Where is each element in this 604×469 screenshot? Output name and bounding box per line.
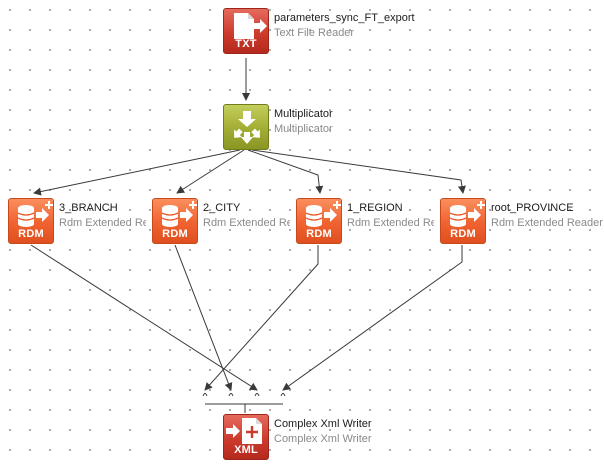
xml-writer-icon[interactable]: XML [223, 414, 269, 460]
rdm-reader-icon[interactable]: RDM [8, 198, 54, 244]
node-title: Multiplicator [274, 108, 333, 120]
node-title: Complex Xml Writer [274, 418, 372, 430]
edge-multiplicator-to-region [247, 149, 324, 194]
node-text-file-reader[interactable]: TXT parameters_sync_FT_export Text File … [223, 8, 463, 58]
edge-region-to-xml [204, 245, 319, 391]
xml-tag: XML [234, 444, 258, 456]
node-title: parameters_sync_FT_export [274, 12, 415, 24]
node-title: 1_REGION [347, 202, 403, 214]
rdm-tag: RDM [306, 228, 332, 240]
multiplicator-icon[interactable] [223, 104, 269, 150]
rdm-tag: RDM [18, 228, 44, 240]
node-subtitle: Complex Xml Writer [274, 433, 372, 445]
edge-city-to-xml [174, 244, 233, 391]
node-multiplicator[interactable]: Multiplicator Multiplicator [223, 104, 423, 154]
edge-multiplicator-to-province [251, 149, 466, 194]
node-complex-xml-writer[interactable]: XML Complex Xml Writer Complex Xml Write… [223, 414, 423, 464]
node-rdm-province[interactable]: RDM root_PROVINCE Rdm Extended Reader [440, 198, 604, 248]
node-title: 3_BRANCH [59, 202, 118, 214]
text-file-reader-icon[interactable]: TXT [223, 8, 269, 54]
txt-tag: TXT [235, 38, 257, 50]
edge-branch-to-xml [30, 244, 258, 391]
node-subtitle: Rdm Extended Reader [347, 217, 434, 229]
node-title: root_PROVINCE [491, 202, 574, 214]
rdm-tag: RDM [450, 228, 476, 240]
port-glyph-3 [254, 393, 260, 397]
node-title: 2_CITY [203, 202, 241, 214]
node-rdm-region[interactable]: RDM 1_REGION Rdm Extended Reader [296, 198, 434, 248]
node-rdm-city[interactable]: RDM 2_CITY Rdm Extended Reader [152, 198, 290, 248]
port-glyph-2 [228, 393, 234, 397]
edge-multiplicator-to-city [176, 149, 245, 194]
node-subtitle: Multiplicator [274, 123, 333, 135]
rdm-reader-icon[interactable]: RDM [440, 198, 486, 244]
edge-province-to-xml [282, 245, 463, 391]
port-glyph-4 [280, 393, 286, 397]
rdm-reader-icon[interactable]: RDM [296, 198, 342, 244]
node-subtitle: Rdm Extended Reader [203, 217, 290, 229]
node-rdm-branch[interactable]: RDM 3_BRANCH Rdm Extended Reader [8, 198, 146, 248]
node-subtitle: Rdm Extended Reader [59, 217, 146, 229]
rdm-reader-icon[interactable]: RDM [152, 198, 198, 244]
node-subtitle: Rdm Extended Reader [491, 217, 603, 229]
port-glyph-1 [202, 393, 208, 397]
node-subtitle: Text File Reader [274, 27, 355, 39]
rdm-tag: RDM [162, 228, 188, 240]
edge-multiplicator-to-branch [33, 149, 241, 196]
